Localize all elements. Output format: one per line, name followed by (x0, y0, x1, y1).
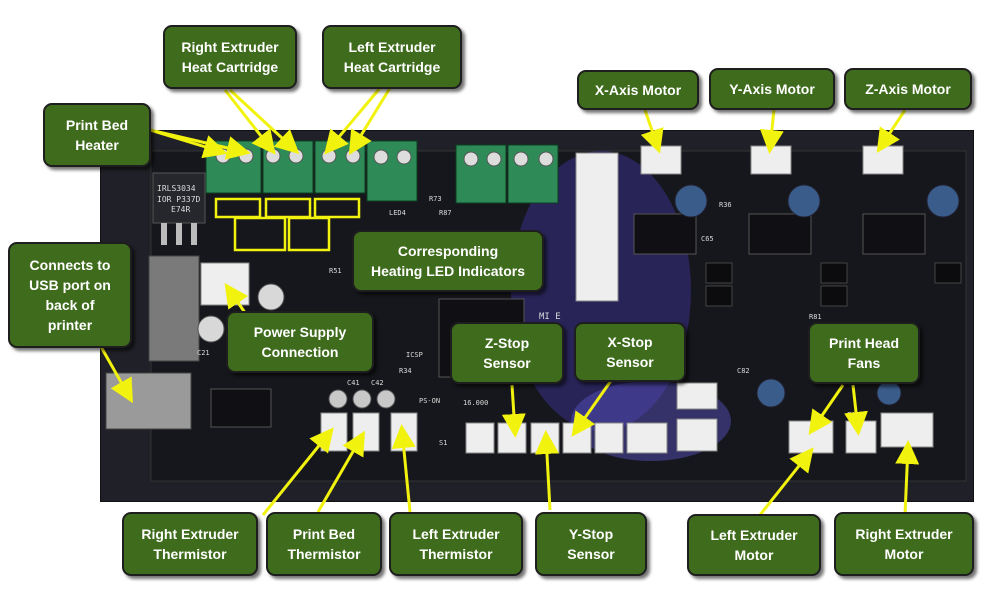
arrow-z-axis-motor (876, 109, 907, 154)
svg-text:C65: C65 (701, 235, 714, 243)
label-print-bed-thermistor: Print Bed Thermistor (266, 512, 382, 576)
svg-text:MI E: MI E (539, 312, 561, 322)
svg-text:R51: R51 (329, 267, 342, 275)
svg-text:C21: C21 (197, 349, 210, 357)
label-right-extruder-motor: Right Extruder Motor (834, 512, 974, 576)
terminal-blocks (205, 140, 559, 204)
arrow-usb-port (98, 344, 133, 404)
svg-text:R81: R81 (809, 313, 822, 321)
svg-text:16.000: 16.000 (463, 399, 488, 407)
arrow-right-extruder-motor (895, 440, 920, 516)
arrow-print-bed-thermistor (316, 430, 366, 513)
arrow-x-axis-motor (640, 109, 664, 154)
svg-text:R36: R36 (719, 201, 732, 209)
arrow-fans-2 (844, 384, 868, 436)
mosfet-component: IRLS3034 IOR P337D E74R (152, 172, 206, 245)
arrow-x-stop (571, 374, 617, 437)
svg-text:R34: R34 (399, 367, 412, 375)
arrow-y-stop (534, 430, 559, 511)
svg-text:E74R: E74R (171, 205, 190, 214)
usb-housing (148, 255, 200, 362)
arrow-right-extruder-heat-2 (228, 88, 300, 155)
arrow-right-extruder-heat-1 (223, 89, 276, 155)
label-print-bed-heater: Print Bed Heater (43, 103, 151, 167)
capacitors (197, 184, 960, 409)
svg-text:ICSP: ICSP (406, 351, 423, 359)
arrow-right-extruder-thermistor (261, 427, 334, 516)
svg-text:LED4: LED4 (389, 209, 406, 217)
arrow-print-bed-heater-2 (149, 128, 251, 160)
label-right-extruder-heat-cartridge: Right Extruder Heat Cartridge (163, 25, 297, 89)
jumper-headers (705, 262, 962, 307)
label-heating-led-indicators: Corresponding Heating LED Indicators (352, 230, 544, 292)
label-usb-port: Connects to USB port on back of printer (8, 242, 132, 348)
svg-text:IOR P337D: IOR P337D (157, 195, 201, 204)
led-highlight-boxes (214, 197, 361, 252)
label-y-axis-motor: Y-Axis Motor (709, 68, 835, 110)
label-left-extruder-thermistor: Left Extruder Thermistor (389, 512, 523, 576)
label-x-axis-motor: X-Axis Motor (577, 70, 699, 110)
svg-text:R87: R87 (439, 209, 452, 217)
label-power-supply-connection: Power Supply Connection (226, 311, 374, 373)
arrow-z-stop (501, 384, 526, 438)
label-x-stop-sensor: X-Stop Sensor (574, 322, 686, 382)
svg-text:IRLS3034: IRLS3034 (157, 184, 196, 193)
svg-text:R73: R73 (429, 195, 442, 203)
svg-text:C82: C82 (737, 367, 750, 375)
svg-text:PS-ON: PS-ON (419, 397, 440, 405)
label-z-stop-sensor: Z-Stop Sensor (450, 322, 564, 384)
label-left-extruder-heat-cartridge: Left Extruder Heat Cartridge (322, 25, 462, 89)
arrow-left-extruder-heat-2 (348, 87, 392, 156)
svg-text:S1: S1 (439, 439, 447, 447)
label-y-stop-sensor: Y-Stop Sensor (535, 512, 647, 576)
arrow-left-extruder-heat-1 (324, 87, 382, 155)
arrow-fans-1 (808, 384, 845, 435)
label-right-extruder-thermistor: Right Extruder Thermistor (122, 512, 258, 576)
arrow-left-extruder-thermistor (391, 424, 416, 513)
svg-text:C41: C41 (347, 379, 360, 387)
label-z-axis-motor: Z-Axis Motor (844, 68, 972, 110)
label-print-head-fans: Print Head Fans (808, 322, 920, 384)
svg-text:C42: C42 (371, 379, 384, 387)
label-left-extruder-motor: Left Extruder Motor (687, 514, 821, 576)
arrow-left-extruder-motor (758, 447, 814, 516)
